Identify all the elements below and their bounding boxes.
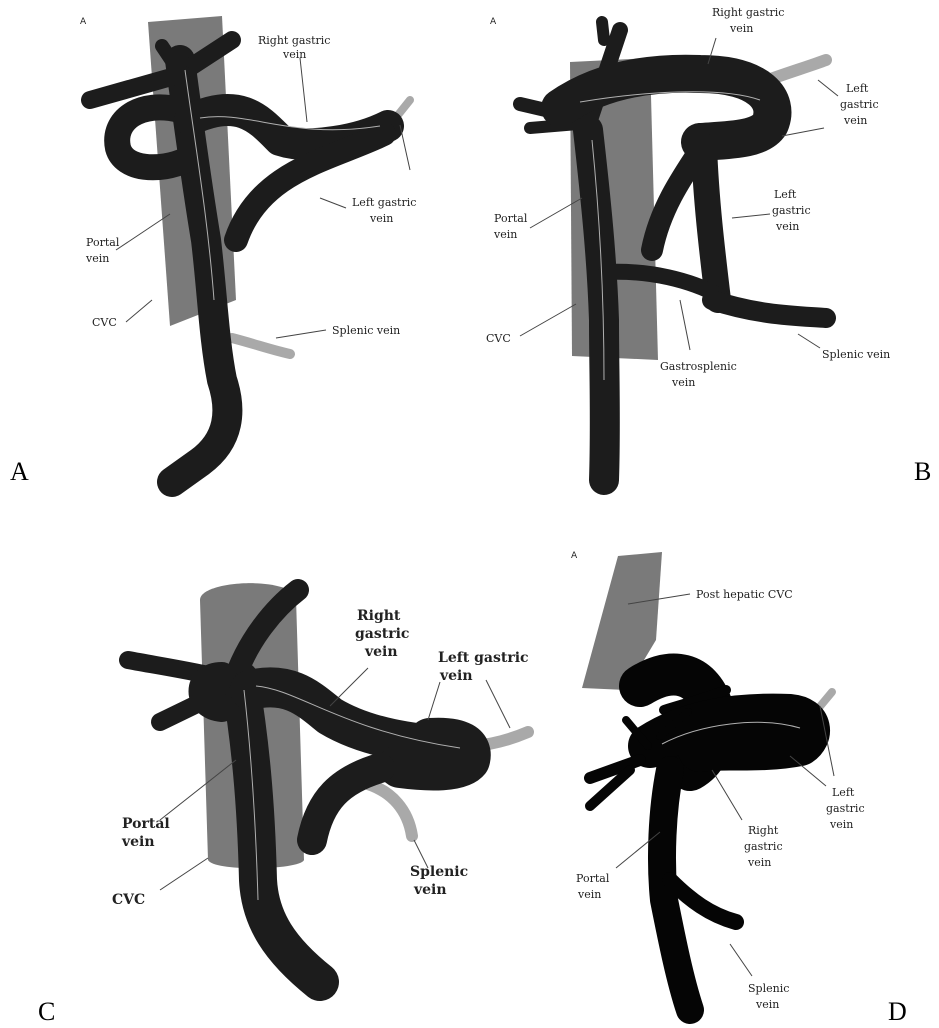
panel-d-label-left-gastric-line1: Left [832, 786, 855, 799]
panel-b: A Right gastric vein Left gast [486, 6, 931, 486]
panel-b-corner-tag: A [490, 17, 497, 27]
panel-a-label-portal-line2: vein [85, 252, 109, 265]
panel-a-leader-portal [116, 214, 170, 250]
panel-d-label-splenic-line2: vein [755, 998, 779, 1011]
panel-d-corner-tag: A [571, 551, 578, 561]
panel-c-label-left-gastric-line2: vein [439, 668, 473, 684]
panel-c-splenic-vein [368, 784, 412, 836]
panel-b-label-left-gastric-top-line2: gastric [840, 98, 879, 111]
panel-b-leader-left-gastric-stub [818, 80, 838, 96]
panel-b-label-left-gastric-mid-line1: Left [774, 188, 797, 201]
panel-b-label-left-gastric-top-line1: Left [846, 82, 869, 95]
panel-a-label-splenic: Splenic vein [332, 324, 400, 337]
panel-a-letter: A [10, 457, 29, 486]
panel-c-leader-left-gastric [428, 682, 440, 720]
panel-c: Right gastric vein Left gastric vein Por… [38, 583, 529, 1026]
panel-c-label-splenic-line2: vein [413, 882, 447, 898]
panel-b-left-gastric-vein [704, 146, 718, 300]
panel-c-label-splenic-line1: Splenic [410, 864, 468, 880]
panel-b-label-portal-line1: Portal [494, 212, 528, 225]
panel-b-label-left-gastric-mid-line2: gastric [772, 204, 811, 217]
panel-b-label-left-gastric-top-line3: vein [843, 114, 867, 127]
panel-a-leader-cvc [126, 300, 152, 322]
panel-b-label-right-gastric-line1: Right gastric [712, 6, 784, 19]
panel-a-leader-splenic [276, 330, 326, 338]
panel-d-label-right-gastric-line2: gastric [744, 840, 783, 853]
panel-d-label-left-gastric-line2: gastric [826, 802, 865, 815]
panel-c-leader-left-gastric-stub [486, 680, 510, 728]
panel-b-left-gastric-stub [768, 60, 826, 80]
panel-b-label-splenic: Splenic vein [822, 348, 890, 361]
panel-b-hepatic-branch-2 [602, 22, 604, 40]
panel-c-label-right-gastric-line3: vein [364, 644, 398, 660]
panel-c-label-right-gastric-line2: gastric [355, 626, 409, 642]
panel-c-label-cvc: CVC [112, 892, 145, 908]
panel-b-label-left-gastric-mid-line3: vein [775, 220, 799, 233]
panel-d-leader-right-gastric [712, 770, 742, 820]
panel-c-letter: C [38, 997, 55, 1026]
panel-b-label-gastrosplenic-line2: vein [671, 376, 695, 389]
panel-b-label-gastrosplenic-line1: Gastrosplenic [660, 360, 737, 373]
panel-c-left-gastric-vein [312, 768, 380, 840]
panel-c-leader-right-gastric [330, 668, 368, 706]
panel-a-label-portal-line1: Portal [86, 236, 120, 249]
panel-a-corner-tag: A [80, 17, 87, 27]
panel-b-leader-cvc [520, 304, 576, 336]
panel-c-label-portal-line2: vein [121, 834, 155, 850]
panel-b-leader-splenic [798, 334, 820, 348]
panel-a-label-left-gastric-line1: Left gastric [352, 196, 416, 209]
panel-b-leader-gastrosplenic [680, 300, 690, 350]
panel-d-letter: D [888, 997, 907, 1026]
panel-d-leader-splenic [730, 944, 752, 976]
panel-a-label-cvc: CVC [92, 316, 117, 329]
panel-a: A Right gastric vein Left gastric vein [10, 16, 416, 486]
panel-d-label-right-gastric-line3: vein [747, 856, 771, 869]
panel-b-splenic-vein [712, 300, 826, 318]
panel-c-label-portal-line1: Portal [122, 816, 170, 832]
panel-d-label-splenic-line1: Splenic [748, 982, 789, 995]
panel-a-label-left-gastric-line2: vein [369, 212, 393, 225]
panel-b-leader-left-gastric-mid [732, 214, 770, 218]
panel-a-label-right-gastric-line2: vein [282, 48, 306, 61]
panel-b-label-right-gastric-line2: vein [729, 22, 753, 35]
panel-a-leader-left-gastric-stub [400, 125, 410, 170]
panel-d: A Post hepatic CVC Left gastric vein Rig… [571, 551, 907, 1026]
panel-b-letter: B [914, 457, 931, 486]
panel-b-label-cvc: CVC [486, 332, 511, 345]
panel-a-splenic-vein [232, 338, 290, 354]
panel-d-label-portal-line2: vein [577, 888, 601, 901]
panel-c-label-right-gastric-line1: Right [357, 608, 401, 624]
panel-d-label-post-hepatic-cvc: Post hepatic CVC [696, 588, 793, 601]
panel-c-leader-cvc [160, 858, 208, 890]
panel-a-leader-right-gastric [300, 58, 307, 122]
panel-d-label-portal-line1: Portal [576, 872, 610, 885]
panel-a-leader-left-gastric [320, 198, 346, 208]
panel-b-label-portal-line2: vein [493, 228, 517, 241]
panel-a-label-right-gastric-line1: Right gastric [258, 34, 330, 47]
panel-d-label-left-gastric-line3: vein [829, 818, 853, 831]
panel-c-label-left-gastric-line1: Left gastric [438, 650, 529, 666]
panel-d-label-right-gastric-line1: Right [748, 824, 779, 837]
panel-b-left-gastric-branch [652, 150, 700, 250]
